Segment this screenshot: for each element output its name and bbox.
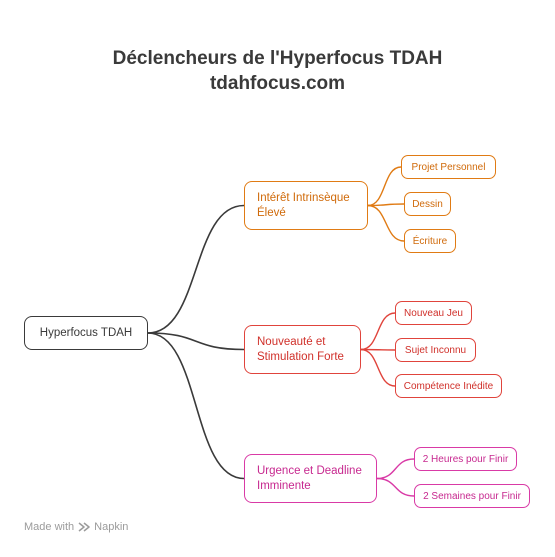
leaf-label: Compétence Inédite [403,380,494,392]
leaf-node-competence-inedite[interactable]: Compétence Inédite [395,374,502,398]
leaf-label: Écriture [412,235,448,247]
branch-leaf-connector [367,166,402,207]
leaf-node-2-heures[interactable]: 2 Heures pour Finir [414,447,517,471]
root-node[interactable]: Hyperfocus TDAH [24,316,148,350]
branch-node-interet[interactable]: Intérêt Intrinsèque Élevé [244,181,368,230]
leaf-label: 2 Heures pour Finir [422,453,509,465]
leaf-label: 2 Semaines pour Finir [423,490,521,502]
brand-text: Napkin [94,521,129,533]
footer: Made with Napkin [24,521,128,533]
leaf-label: Nouveau Jeu [404,307,463,319]
root-branch-connector [147,332,245,351]
branch-leaf-connector [360,348,396,387]
branch-leaf-connector [376,458,415,480]
diagram-title: Déclencheurs de l'Hyperfocus TDAH [112,48,443,69]
root-branch-connector [147,332,245,480]
leaf-node-projet-personnel[interactable]: Projet Personnel [401,155,496,179]
branch-label: Urgence et Deadline Imminente [257,464,362,492]
branch-leaf-connector [367,204,405,242]
made-with-text: Made with [24,521,75,533]
napkin-logo-icon [78,522,90,532]
branch-label: Intérêt Intrinsèque Élevé [257,191,350,219]
root-branch-connector [147,204,245,334]
root-label: Hyperfocus TDAH [39,326,133,339]
leaf-node-2-semaines[interactable]: 2 Semaines pour Finir [414,484,530,508]
branch-leaf-connector [376,477,415,497]
leaf-node-sujet-inconnu[interactable]: Sujet Inconnu [395,338,476,362]
branch-leaf-connector [360,312,396,351]
leaf-node-nouveau-jeu[interactable]: Nouveau Jeu [395,301,472,325]
branch-node-nouveaute[interactable]: Nouveauté et Stimulation Forte [244,325,361,374]
leaf-label: Projet Personnel [411,161,486,173]
leaf-node-ecriture[interactable]: Écriture [404,229,456,253]
branch-node-urgence[interactable]: Urgence et Deadline Imminente [244,454,377,503]
diagram-subtitle: tdahfocus.com [209,73,346,94]
leaf-label: Dessin [412,198,443,210]
branch-label: Nouveauté et Stimulation Forte [257,335,344,363]
leaf-label: Sujet Inconnu [404,344,467,356]
leaf-node-dessin[interactable]: Dessin [404,192,451,216]
